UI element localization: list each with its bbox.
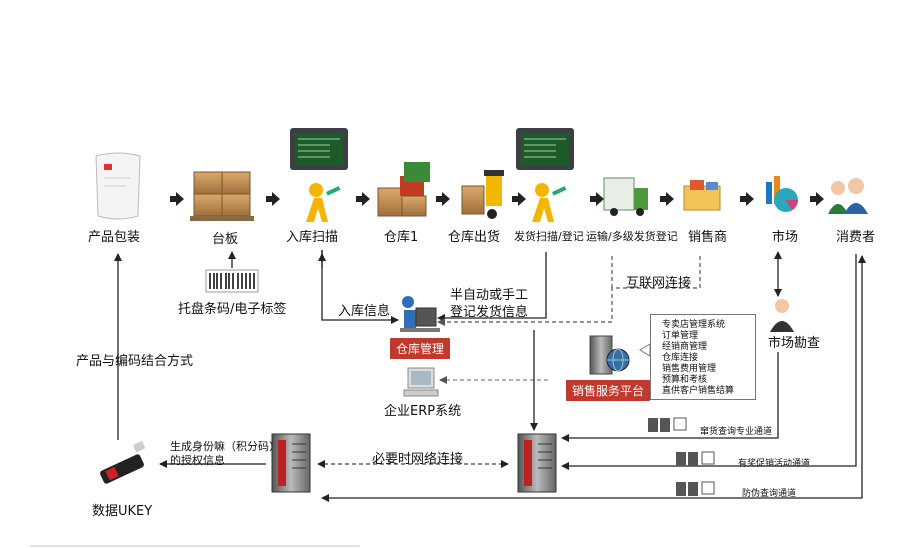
handheld-terminal-icon <box>516 128 574 170</box>
label-warehouse-out: 仓库出货 <box>448 230 501 245</box>
platform-function: 销售费用管理 <box>662 364 717 374</box>
scanner-person-icon <box>306 183 341 222</box>
server-tower-icon <box>271 433 311 493</box>
market-chart-icon <box>766 176 798 212</box>
warehouse-management-badge: 仓库管理 <box>390 338 451 359</box>
platform-function: 仓库连接 <box>662 353 699 363</box>
erp-computer-icon <box>403 367 439 397</box>
platform-functions-callout: 专卖店管理系统 订单管理 经销商管理 仓库连接 销售费用管理 预算和考核 直供客… <box>650 314 756 400</box>
flow-arrows-top <box>170 192 824 206</box>
server-tower-icon <box>517 433 557 493</box>
label-code-combo: 产品与编码结合方式 <box>76 354 194 369</box>
handheld-terminal-icon <box>290 128 348 170</box>
phone-terminal-icon <box>676 481 715 496</box>
auditor-person-icon <box>770 299 794 332</box>
label-market: 市场 <box>772 230 799 245</box>
platform-function: 专卖店管理系统 <box>662 320 726 330</box>
label-pallet-barcode: 托盘条码/电子标签 <box>178 302 287 317</box>
label-distributor: 销售商 <box>688 230 728 245</box>
label-ukey: 数据UKEY <box>92 504 153 519</box>
pallet-boxes-icon <box>190 171 254 221</box>
label-channel-2: 有奖促销活动通道 <box>738 459 811 469</box>
label-pallet: 台板 <box>212 232 239 247</box>
label-semi-auto-1: 半自动或手工 <box>450 288 529 303</box>
label-internet: 互联网连接 <box>626 276 692 291</box>
warehouse-boxes-icon <box>377 162 430 217</box>
shop-goods-icon <box>683 180 721 211</box>
platform-function: 订单管理 <box>662 331 699 341</box>
barcode-icon <box>205 269 259 293</box>
label-product-packaging: 产品包装 <box>88 230 141 245</box>
scanner-person-icon <box>532 183 567 222</box>
label-channel-1: 窜货查询专业通道 <box>700 427 773 437</box>
platform-function: 直供客户销售结算 <box>662 386 735 396</box>
operator-computer-icon <box>400 296 440 332</box>
label-erp: 企业ERP系统 <box>384 404 462 419</box>
label-network-needed: 必要时网络连接 <box>372 452 464 467</box>
label-inbound-scan: 入库扫描 <box>286 230 339 245</box>
label-auth-1: 生成身份嘛（积分码） <box>170 440 280 453</box>
label-semi-auto-2: 登记发货信息 <box>450 305 529 320</box>
usb-key-icon <box>100 440 146 484</box>
server-globe-icon <box>589 335 630 375</box>
label-market-audit: 市场勘查 <box>768 336 821 351</box>
sales-platform-badge: 销售服务平台 <box>566 380 651 401</box>
label-inbound-info: 入库信息 <box>338 304 391 319</box>
label-ship-scan: 发货扫描/登记 <box>514 230 584 243</box>
phone-terminal-icon <box>648 417 687 432</box>
label-auth-2: 的授权信息 <box>170 454 225 467</box>
label-consumer: 消费者 <box>836 230 876 245</box>
phone-terminal-icon <box>676 451 715 466</box>
label-channel-3: 防伪查询通道 <box>742 489 797 499</box>
label-warehouse1: 仓库1 <box>384 230 419 245</box>
platform-function: 经销商管理 <box>662 342 708 352</box>
label-transport: 运输/多级发货登记 <box>586 230 678 243</box>
consumers-icon <box>828 178 868 214</box>
package-icon <box>95 152 141 220</box>
forklift-icon <box>461 170 504 219</box>
platform-function: 预算和考核 <box>662 375 708 385</box>
truck-icon <box>603 177 648 216</box>
